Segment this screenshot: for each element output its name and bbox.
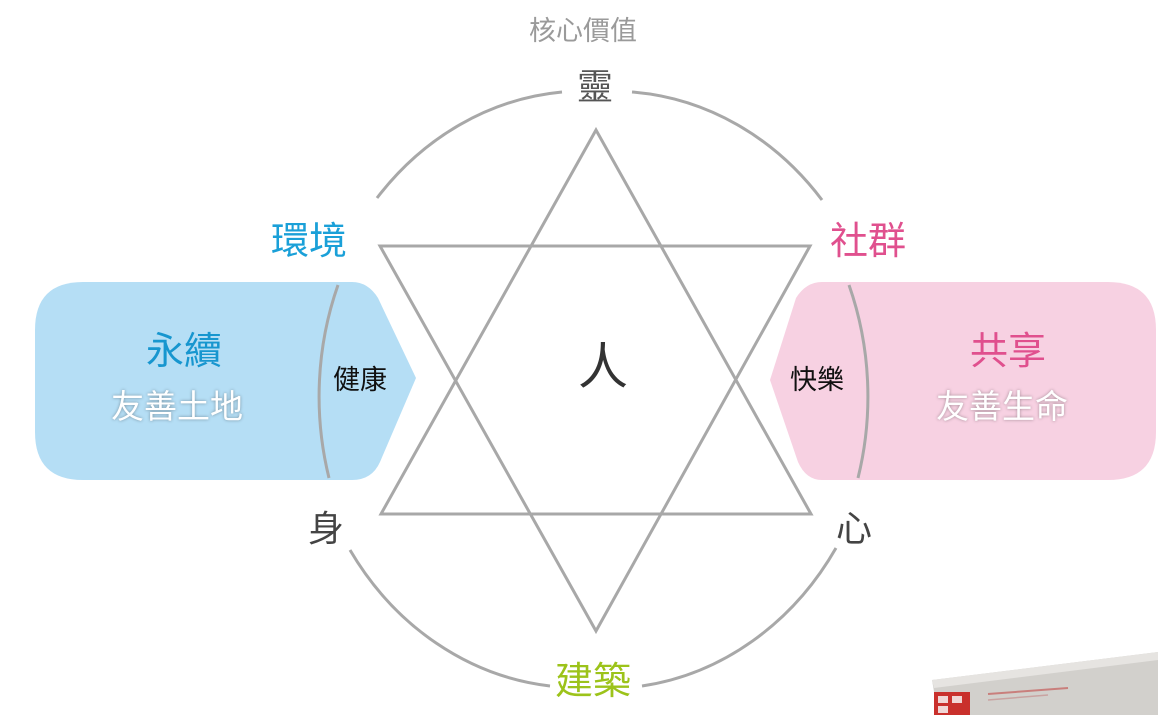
center-person-label: 人 (578, 338, 628, 396)
circle-arc-bottom-left (348, 549, 551, 688)
circle-arc-top-left (375, 90, 563, 199)
node-mind: 心 (836, 509, 873, 550)
circle-arc-top-right (631, 90, 824, 201)
node-spirit: 靈 (577, 67, 614, 108)
value-circle (317, 90, 870, 688)
happiness-label: 快樂 (790, 365, 844, 396)
node-architecture: 建築 (555, 659, 632, 703)
book-cover-image (932, 652, 1158, 715)
sustainability-heading: 永續 (146, 329, 223, 373)
circle-arc-right (847, 284, 870, 479)
diagram-title: 核心價值 (529, 16, 637, 47)
upward-triangle (378, 126, 814, 516)
land-friendly-subheading: 友善土地 (111, 387, 243, 426)
node-body: 身 (308, 509, 345, 550)
life-friendly-subheading: 友善生命 (936, 387, 1068, 426)
circle-arc-left (317, 284, 340, 479)
downward-triangle (377, 244, 813, 635)
node-environment: 環境 (271, 219, 348, 263)
node-community: 社群 (830, 219, 907, 263)
sharing-heading: 共享 (970, 329, 1047, 373)
health-label: 健康 (333, 365, 387, 396)
circle-arc-bottom-right (641, 547, 838, 688)
